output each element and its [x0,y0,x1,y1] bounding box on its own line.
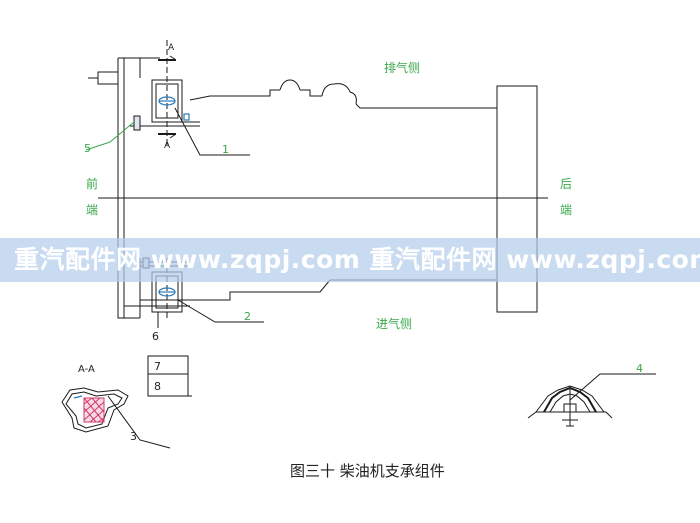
label-rear: 后 [560,177,572,191]
callout-2: 2 [244,310,251,323]
section-aa-label: A-A [78,364,95,375]
section-aa-view [61,355,192,433]
callout-4: 4 [636,362,643,375]
engine-outline [88,57,548,319]
callout-7: 7 [154,360,161,373]
leader-lines [85,107,656,449]
label-front: 前 [86,176,98,191]
lower-mount-blue-detail [158,287,176,297]
upper-mount-blue-detail [158,96,190,121]
label-intake-side: 进气侧 [376,316,412,331]
callout-1: 1 [222,143,229,156]
callout-8: 8 [154,380,161,393]
callout-5: 5 [84,142,91,155]
label-rear-end: 端 [560,203,572,217]
upper-mount [130,40,200,148]
watermark-band [0,238,700,282]
label-front-end: 端 [86,203,98,217]
callout-3: 3 [130,430,137,443]
section-mark-a-bottom: A [164,141,171,151]
label-exhaust-side: 排气侧 [384,60,420,75]
watermark-text: 重汽配件网 www.zqpj.com 重汽配件网 www.zqpj.com 重 [14,245,700,274]
section-aa-blue-detail [73,395,83,399]
figure-caption: 图三十 柴油机支承组件 [290,462,445,480]
section-mark-a-top: A [168,43,175,53]
section-aa-hatch [83,397,105,423]
callout-6: 6 [152,330,159,343]
rubber-mount-detail [527,385,613,427]
